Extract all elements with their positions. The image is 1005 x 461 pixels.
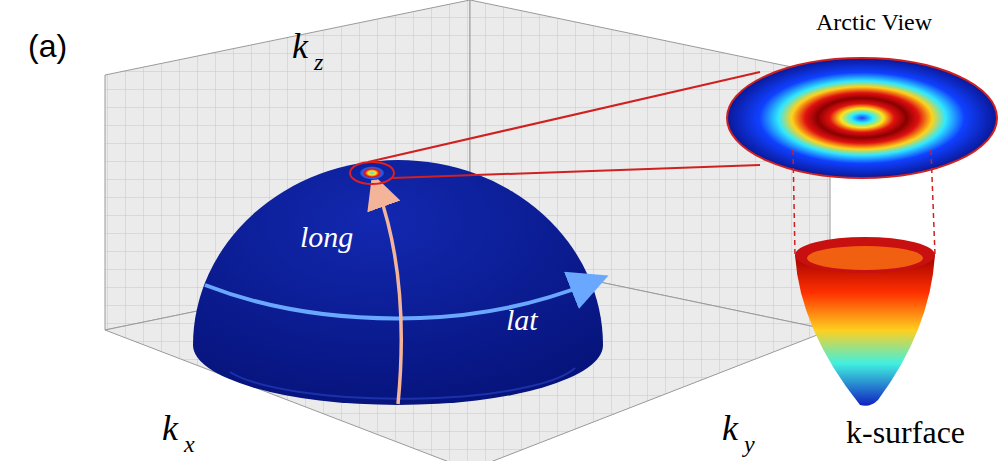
axis-label: k bbox=[162, 410, 178, 446]
inset-title: k-surface bbox=[846, 416, 965, 448]
axis-subscript: y bbox=[744, 432, 755, 456]
axis-label: k bbox=[292, 28, 308, 64]
axis-label: k bbox=[722, 410, 738, 446]
axis-subscript: x bbox=[184, 432, 195, 456]
arc-label: long bbox=[300, 222, 353, 252]
inset-title: Arctic View bbox=[816, 10, 932, 34]
axis-subscript: z bbox=[314, 50, 323, 74]
arc-label: lat bbox=[506, 305, 538, 335]
panel-letter: (a) bbox=[28, 30, 67, 62]
